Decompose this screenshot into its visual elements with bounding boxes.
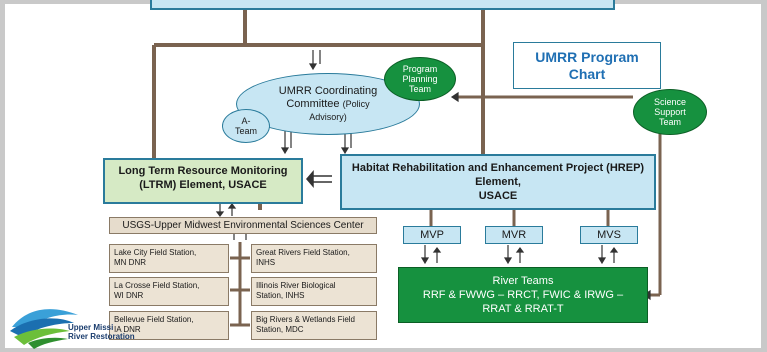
- station-line1: Bellevue Field Station,: [114, 315, 194, 324]
- district-mvs: MVS: [580, 226, 638, 244]
- district-label: MVP: [420, 229, 444, 241]
- station-la-crosse: La Crosse Field Station, WI DNR: [109, 277, 229, 306]
- usgs-center-box: USGS-Upper Midwest Environmental Science…: [109, 217, 377, 234]
- district-mvr: MVR: [485, 226, 543, 244]
- a-team: A- Team: [222, 109, 270, 143]
- ltrm-element-box: Long Term Resource Monitoring (LTRM) Ele…: [103, 158, 303, 204]
- station-line2: MN DNR: [114, 258, 146, 267]
- ltrm-line2: (LTRM) Element, USACE: [139, 179, 267, 191]
- ppt-line1: Program: [402, 64, 438, 74]
- coord-line1: UMRR Coordinating: [278, 84, 378, 97]
- station-illinois-river: Illinois River Biological Station, INHS: [251, 277, 377, 306]
- station-line1: Lake City Field Station,: [114, 248, 197, 257]
- hrep-element-box: Habitat Rehabilitation and Enhancement P…: [340, 154, 656, 210]
- station-line2: IA DNR: [114, 325, 141, 334]
- coord-line4: Advisory): [309, 111, 347, 122]
- program-chart-title: UMRR Program Chart: [513, 42, 661, 89]
- umrr-logo-icon: [10, 309, 78, 349]
- station-line1: La Crosse Field Station,: [114, 281, 200, 290]
- river-teams-line2: RRF & FWWG – RRCT, FWIC & IRWG –: [422, 289, 624, 301]
- logo-line2: River Restoration: [68, 332, 135, 341]
- hrep-line3: USACE: [478, 190, 518, 202]
- coord-line2: Committee: [286, 97, 340, 110]
- program-planning-team: Program Planning Team: [384, 57, 456, 101]
- river-teams-box: River Teams RRF & FWWG – RRCT, FWIC & IR…: [398, 267, 648, 323]
- station-line2: WI DNR: [114, 291, 144, 300]
- river-teams-line3: RRAT & RRAT-T: [482, 303, 564, 315]
- sst-line1: Science: [653, 97, 687, 107]
- district-label: MVR: [501, 229, 527, 241]
- program-chart-line1: UMRR Program: [535, 49, 639, 65]
- river-teams-line1: River Teams: [492, 275, 554, 287]
- a-team-line2: Team: [234, 126, 257, 136]
- station-lake-city: Lake City Field Station, MN DNR: [109, 244, 229, 273]
- logo-line1: Upper Missi: [68, 323, 114, 332]
- umrr-top-box: [150, 0, 615, 10]
- logo-text: Upper Missi River Restoration: [68, 323, 135, 341]
- science-support-team: Science Support Team: [633, 89, 707, 135]
- station-line2: Station, INHS: [256, 291, 305, 300]
- ltrm-line1: Long Term Resource Monitoring: [118, 165, 288, 177]
- sst-line2: Support: [654, 107, 686, 117]
- program-chart-line2: Chart: [568, 66, 606, 82]
- station-great-rivers: Great Rivers Field Station, INHS: [251, 244, 377, 273]
- ppt-line2: Planning: [402, 74, 438, 84]
- sst-line3: Team: [658, 117, 681, 127]
- station-line1: Big Rivers & Wetlands Field: [256, 315, 355, 324]
- station-big-rivers: Big Rivers & Wetlands Field Station, MDC: [251, 311, 377, 340]
- station-line2: INHS: [256, 258, 276, 267]
- district-mvp: MVP: [403, 226, 461, 244]
- district-label: MVS: [597, 229, 621, 241]
- hrep-line1: Habitat Rehabilitation and Enhancement P…: [351, 162, 645, 174]
- hrep-line2: Element,: [475, 176, 521, 188]
- usgs-label: USGS-Upper Midwest Environmental Science…: [122, 220, 364, 231]
- station-line1: Illinois River Biological: [256, 281, 336, 290]
- ppt-line3: Team: [408, 84, 431, 94]
- coord-line3: (Policy: [342, 98, 370, 109]
- a-team-line1: A-: [241, 116, 251, 126]
- station-line1: Great Rivers Field Station,: [256, 248, 350, 257]
- station-bellevue: Bellevue Field Station, IA DNR: [109, 311, 229, 340]
- station-line2: Station, MDC: [256, 325, 304, 334]
